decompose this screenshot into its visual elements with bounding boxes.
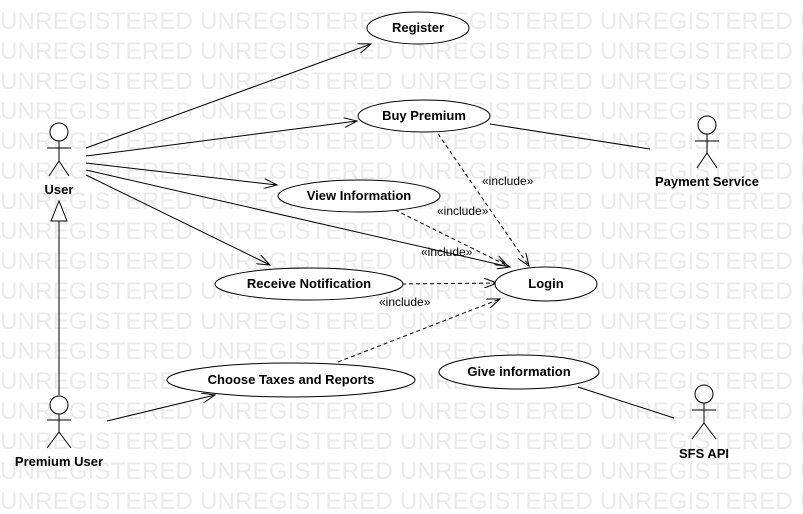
include-label-receive-notification: «include» [421, 245, 473, 259]
include-label-view-information: «include» [437, 204, 489, 218]
watermark-row: UNREGISTERED UNREGISTERED UNREGISTERED U… [0, 220, 803, 244]
watermark-row: UNREGISTERED UNREGISTERED UNREGISTERED U… [0, 490, 803, 514]
watermark-text: UNREGISTERED UNREGISTERED UNREGISTERED U… [0, 338, 803, 365]
use-case-receive-notification-label: Receive Notification [247, 276, 371, 291]
watermark-row: UNREGISTERED UNREGISTERED UNREGISTERED U… [0, 250, 803, 274]
actor-sfs-api-label: SFS API [679, 446, 729, 461]
actor-sfs-api[interactable]: SFS API [679, 384, 729, 461]
use-case-register[interactable]: Register [366, 11, 470, 45]
use-case-choose-taxes-and-reports[interactable]: Choose Taxes and Reports [166, 362, 416, 398]
watermark-text: UNREGISTERED UNREGISTERED UNREGISTERED U… [0, 428, 803, 455]
use-case-login-label: Login [528, 276, 563, 291]
actor-payment-service[interactable]: Payment Service [655, 115, 759, 189]
association-user-view-information [85, 162, 277, 185]
watermark-text: UNREGISTERED UNREGISTERED UNREGISTERED U… [0, 218, 803, 245]
actor-user-label: User [45, 182, 74, 197]
watermark-text: UNREGISTERED UNREGISTERED UNREGISTERED U… [0, 68, 803, 95]
actor-premium-user[interactable]: Premium User [15, 395, 103, 469]
stick-figure-icon [695, 115, 719, 169]
association-user-receive-notification [85, 174, 270, 265]
watermark-row: UNREGISTERED UNREGISTERED UNREGISTERED U… [0, 460, 803, 484]
watermark-row: UNREGISTERED UNREGISTERED UNREGISTERED U… [0, 400, 803, 424]
include-choose-taxes-login [337, 299, 500, 363]
use-case-buy-premium[interactable]: Buy Premium [357, 99, 491, 133]
watermark-text: UNREGISTERED UNREGISTERED UNREGISTERED U… [0, 398, 803, 425]
association-premium-user-choose-taxes [106, 395, 215, 422]
watermark-text: UNREGISTERED UNREGISTERED UNREGISTERED U… [0, 158, 803, 185]
watermark-text: UNREGISTERED UNREGISTERED UNREGISTERED U… [0, 308, 803, 335]
include-dependencies [337, 127, 529, 363]
stick-figure-icon [46, 395, 72, 449]
association-buy-premium-payment-service [489, 123, 651, 150]
actor-premium-user-label: Premium User [15, 454, 103, 469]
watermark-row: UNREGISTERED UNREGISTERED UNREGISTERED U… [0, 160, 803, 184]
watermark-row: UNREGISTERED UNREGISTERED UNREGISTERED U… [0, 430, 803, 454]
use-case-give-information[interactable]: Give information [438, 354, 600, 390]
use-case-choose-taxes-label: Choose Taxes and Reports [208, 372, 375, 387]
watermark-text: UNREGISTERED UNREGISTERED UNREGISTERED U… [0, 488, 803, 514]
include-label-buy-premium: «include» [482, 174, 534, 188]
associations [85, 44, 675, 422]
stick-figure-icon [47, 122, 71, 177]
include-view-information-login [394, 209, 508, 266]
use-case-view-information-label: View Information [307, 188, 412, 203]
use-case-give-information-label: Give information [467, 364, 570, 379]
generalization-premium-user-to-user [50, 199, 68, 395]
association-user-buy-premium [85, 121, 357, 157]
watermark-row: UNREGISTERED UNREGISTERED UNREGISTERED U… [0, 70, 803, 94]
watermark-row: UNREGISTERED UNREGISTERED UNREGISTERED U… [0, 340, 803, 364]
watermark-text: UNREGISTERED UNREGISTERED UNREGISTERED U… [0, 248, 803, 275]
include-receive-notification-login [401, 283, 497, 284]
actor-payment-service-label: Payment Service [655, 174, 759, 189]
generalization-triangle [50, 199, 68, 222]
watermark-text: UNREGISTERED UNREGISTERED UNREGISTERED U… [0, 458, 803, 485]
use-case-login[interactable]: Login [494, 266, 598, 302]
use-case-register-label: Register [392, 20, 444, 35]
use-case-receive-notification[interactable]: Receive Notification [214, 267, 404, 301]
use-case-buy-premium-label: Buy Premium [382, 108, 466, 123]
use-case-view-information[interactable]: View Information [277, 179, 441, 213]
stick-figure-icon [691, 384, 717, 440]
include-label-choose-taxes: «include» [379, 295, 431, 309]
actor-user[interactable]: User [45, 122, 74, 197]
association-give-information-sfs-api [577, 386, 675, 419]
watermark-row: UNREGISTERED UNREGISTERED UNREGISTERED U… [0, 310, 803, 334]
association-user-register [85, 44, 371, 149]
association-user-login [85, 169, 510, 267]
